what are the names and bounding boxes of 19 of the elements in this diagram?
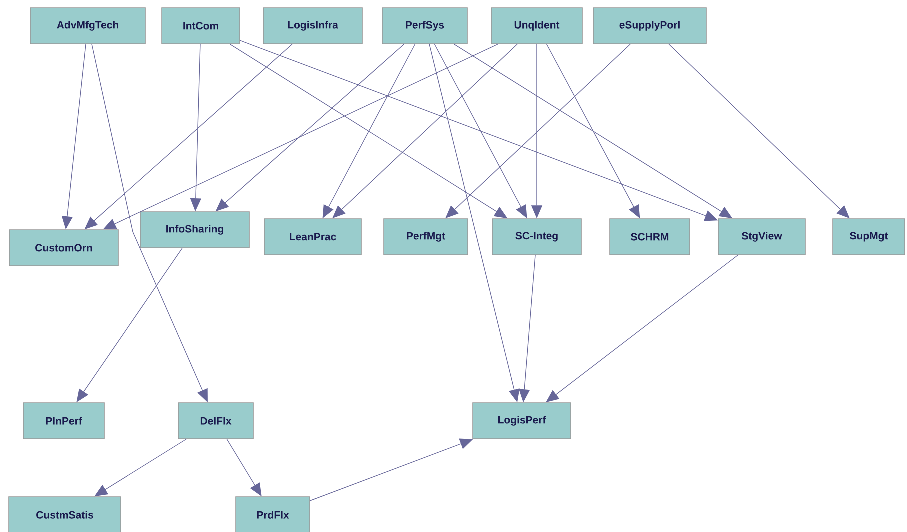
node-box: LogisPerf — [472, 402, 572, 440]
node-box: SC-Integ — [492, 218, 582, 256]
node-box: CustmSatis — [8, 496, 122, 532]
node-box: PlnPerf — [23, 402, 105, 440]
node-box: StgView — [718, 218, 806, 256]
node-box: InfoSharing — [140, 212, 250, 248]
node-box: DelFlx — [178, 402, 254, 440]
node-box: PerfMgt — [384, 218, 468, 256]
node-box: CustomOrn — [9, 230, 119, 266]
node-box: PrdFlx — [236, 496, 310, 532]
node-box: SupMgt — [832, 218, 906, 256]
node-box: AdvMfgTech — [30, 8, 146, 44]
node-box: eSupplyPorl — [593, 8, 707, 44]
node-box: UnqIdent — [491, 8, 583, 44]
node-box: IntCom — [162, 8, 240, 44]
node-box: PerfSys — [382, 8, 468, 44]
node-box: LeanPrac — [264, 218, 362, 256]
node-box: LogisInfra — [263, 8, 363, 44]
node-box: SCHRM — [610, 218, 690, 256]
